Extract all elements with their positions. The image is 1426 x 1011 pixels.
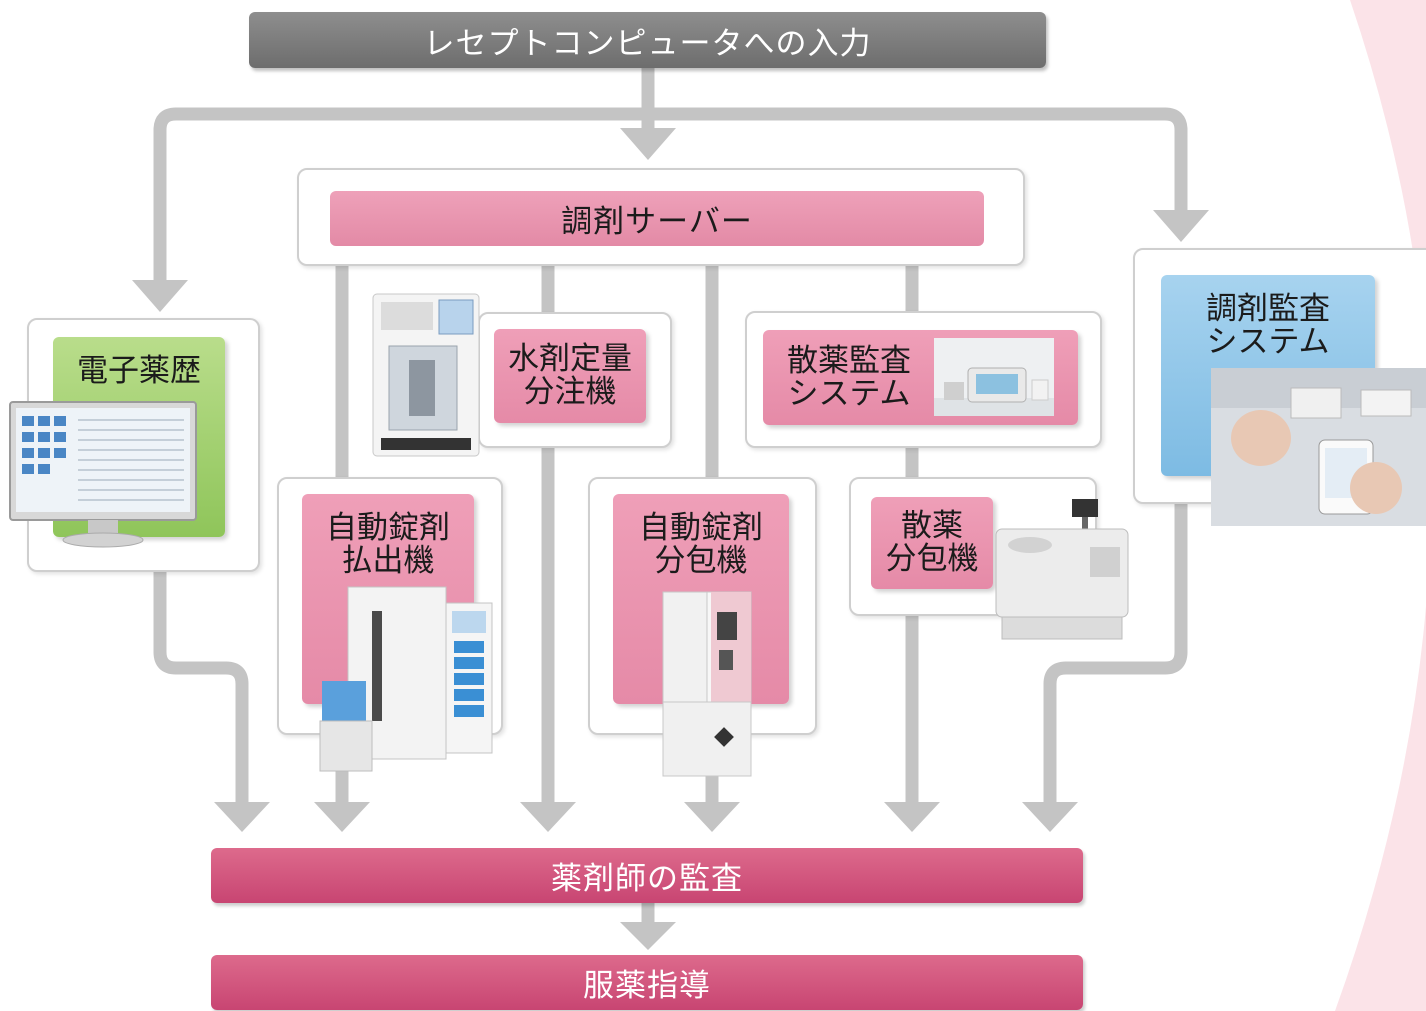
monitor-image bbox=[9, 401, 197, 548]
server-bar: 調剤サーバー bbox=[330, 191, 984, 246]
liquid-dispenser-image bbox=[372, 293, 480, 457]
powder-audit-image bbox=[934, 338, 1054, 416]
receipt-input-bar: レセプトコンピュータへの入力 bbox=[249, 12, 1046, 68]
medication-guidance-bar: 服薬指導 bbox=[211, 955, 1083, 1010]
liquid-dispenser-box: 水剤定量 分注機 bbox=[494, 329, 646, 423]
audit-system-photo bbox=[1211, 368, 1426, 526]
tablet-packer-image bbox=[662, 591, 752, 777]
powder-audit-label: 散薬監査 システム bbox=[787, 342, 911, 412]
powder-packer-box: 散薬 分包機 bbox=[871, 497, 993, 589]
tablet-dispenser-image bbox=[319, 586, 493, 772]
powder-packer-image bbox=[995, 499, 1129, 640]
pharmacist-audit-bar: 薬剤師の監査 bbox=[211, 848, 1083, 903]
